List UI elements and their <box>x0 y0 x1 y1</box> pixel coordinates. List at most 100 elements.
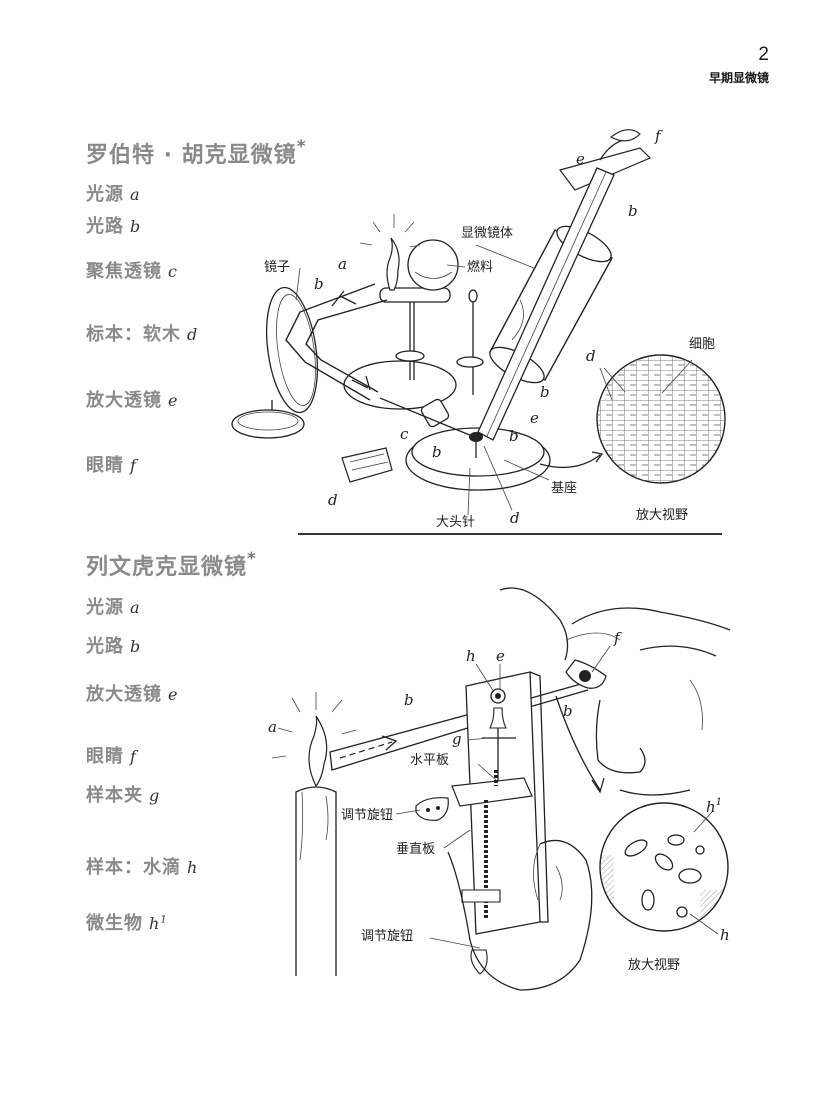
legend-letter: f <box>130 456 137 475</box>
lw-legend-magnifying-lens: 放大透镜 e <box>86 680 178 706</box>
letter-h1-lw: h1 <box>706 797 722 816</box>
legend-letter: h1 <box>149 914 168 933</box>
label-base: 基座 <box>551 481 577 496</box>
legend-label: 光源 <box>86 597 124 618</box>
legend-letter: h <box>187 858 199 877</box>
letter-a-hooke: a <box>338 255 347 273</box>
label-horizontal-plate: 水平板 <box>410 753 449 768</box>
letter-f-lw: f <box>613 629 622 647</box>
legend-letter: b <box>130 217 142 236</box>
legend-letter: f <box>130 747 137 766</box>
legend-letter: e <box>168 685 179 704</box>
legend-letter-sup: 1 <box>160 914 168 926</box>
cork-magnified-view <box>539 354 726 484</box>
label-magnified-view-hooke: 放大视野 <box>636 508 688 523</box>
letter-b-hooke-4: b <box>540 383 550 401</box>
leeuwenhoek-microscope-drawing <box>271 587 731 991</box>
legend-label: 眼睛 <box>86 455 124 476</box>
lw-legend-specimen-water-drop: 样本：水滴 h <box>86 853 198 879</box>
letter-h1-base: h <box>706 798 716 816</box>
legend-letter-base: h <box>149 914 161 933</box>
letter-e-hooke-2: e <box>576 150 585 168</box>
label-adjust-knob-bottom: 调节旋钮 <box>361 929 413 944</box>
legend-label: 放大透镜 <box>86 684 162 705</box>
hooke-legend-light-source: 光源 a <box>86 180 141 206</box>
label-pin: 大头针 <box>436 515 475 530</box>
letter-d-hooke-3: d <box>586 347 596 365</box>
page-number: 2 <box>758 44 769 65</box>
leeuwenhoek-title-text: 列文虎克显微镜 <box>86 555 248 580</box>
legend-label: 光路 <box>86 216 124 237</box>
lw-legend-eye: 眼睛 f <box>86 742 137 768</box>
lw-legend-specimen-holder: 样本夹 g <box>86 781 160 807</box>
cork-specimen-drawing <box>341 447 393 483</box>
water-drop-magnified-view <box>555 695 729 935</box>
hooke-legend-light-path: 光路 b <box>86 212 141 238</box>
legend-label: 微生物 <box>86 913 143 934</box>
mirror-drawing <box>231 286 318 439</box>
lw-legend-light-source: 光源 a <box>86 593 141 619</box>
hooke-leader-lines <box>295 244 550 516</box>
letter-h1-sup: 1 <box>716 797 722 808</box>
letter-e-hooke-1: e <box>530 409 539 427</box>
leeuwenhoek-section-title: 列文虎克显微镜* <box>86 549 257 581</box>
label-cells: 细胞 <box>689 337 715 352</box>
legend-letter: b <box>130 637 142 656</box>
light-beam-drawing <box>329 681 589 771</box>
letter-g-lw: g <box>452 730 462 748</box>
hooke-legend-eye: 眼睛 f <box>86 451 137 477</box>
legend-letter: e <box>168 391 179 410</box>
legend-label: 放大透镜 <box>86 390 162 411</box>
label-adjust-knob-top: 调节旋钮 <box>341 808 393 823</box>
lw-legend-microorganism: 微生物 h1 <box>86 909 168 935</box>
hooke-title-star: * <box>296 137 307 157</box>
base-drawing <box>343 360 551 491</box>
legend-letter: a <box>130 598 141 617</box>
letter-b-hooke-3: b <box>509 427 519 445</box>
hand-drawing <box>447 839 593 991</box>
hooke-legend-magnifying-lens: 放大透镜 e <box>86 386 178 412</box>
legend-letter: g <box>149 786 161 805</box>
legend-label: 光源 <box>86 184 124 205</box>
label-magnified-view-leeuwenhoek: 放大视野 <box>628 958 680 973</box>
label-vertical-plate: 垂直板 <box>396 842 435 857</box>
candle-drawing <box>271 692 361 976</box>
legend-letter: a <box>130 185 141 204</box>
letter-b-hooke-2: b <box>432 443 442 461</box>
hooke-microscope-drawing <box>231 129 726 516</box>
plate-microscope-drawing <box>415 671 549 975</box>
letter-b-lw-2: b <box>563 702 573 720</box>
chapter-title: 早期显微镜 <box>708 71 769 85</box>
legend-label: 光路 <box>86 636 124 657</box>
letter-b-lw-1: b <box>404 691 414 709</box>
legend-label: 标本：软木 <box>86 324 181 345</box>
letter-c-hooke: c <box>400 425 409 443</box>
letter-d-hooke-2: d <box>510 509 520 527</box>
face-drawing <box>499 587 731 796</box>
legend-label: 样本：水滴 <box>86 857 181 878</box>
leeuwenhoek-title-star: * <box>247 549 257 569</box>
letter-d-hooke-1: d <box>328 491 338 509</box>
lamp-drawing <box>359 214 484 395</box>
letter-h-lw-2: h <box>720 926 730 944</box>
letter-h-lw-1: h <box>466 647 476 665</box>
hooke-legend-specimen-cork: 标本：软木 d <box>86 320 198 346</box>
letter-e-lw: e <box>496 647 505 665</box>
section-divider <box>298 533 722 535</box>
light-path-drawing <box>285 283 473 437</box>
hooke-title-text: 罗伯特 · 胡克显微镜 <box>86 143 297 168</box>
legend-label: 眼睛 <box>86 746 124 767</box>
lw-legend-light-path: 光路 b <box>86 632 141 658</box>
leeuwenhoek-leader-lines <box>395 645 611 949</box>
legend-label: 样本夹 <box>86 785 143 806</box>
letter-b-hooke-1: b <box>314 275 324 293</box>
letter-b-hooke-5: b <box>628 202 638 220</box>
letter-f-hooke: f <box>654 127 663 145</box>
legend-letter: c <box>168 262 178 281</box>
label-fuel: 燃料 <box>467 259 493 275</box>
hooke-section-title: 罗伯特 · 胡克显微镜* <box>86 137 307 169</box>
legend-letter: d <box>187 325 199 344</box>
label-mirror: 镜子 <box>264 260 290 275</box>
